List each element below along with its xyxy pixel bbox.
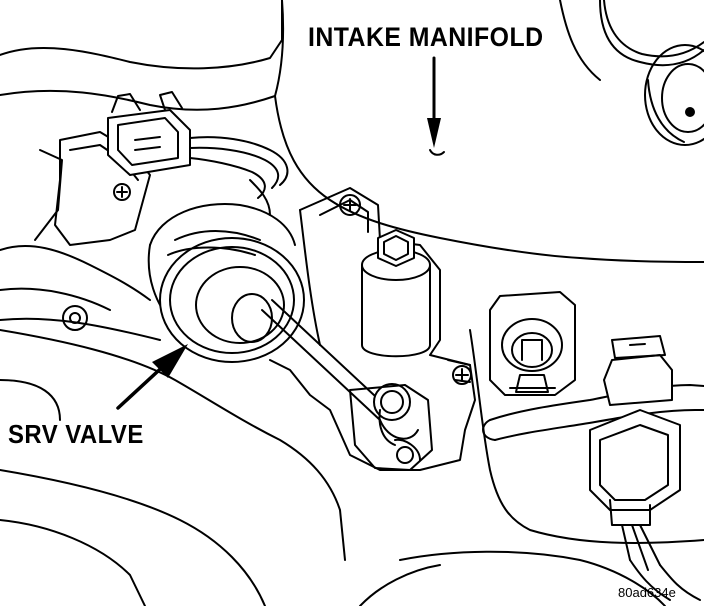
lower-casting	[0, 329, 704, 606]
intake-manifold-label: INTAKE MANIFOLD	[308, 22, 544, 52]
wiring-connector	[589, 409, 701, 601]
electrical-connector	[107, 91, 289, 216]
vacuum-hose	[482, 335, 704, 441]
mounting-stud	[361, 229, 431, 358]
sensor-assembly	[489, 291, 576, 396]
mounting-plate	[269, 187, 476, 471]
srv-valve-arrow	[116, 344, 188, 410]
srv-valve-body	[147, 203, 305, 363]
engine-block-outline	[0, 0, 704, 263]
intake-manifold-arrow	[427, 56, 445, 156]
srv-valve-label: SRV VALVE	[8, 419, 144, 449]
figure-code: 80ad634e	[618, 585, 676, 600]
upper-right-boss	[644, 44, 704, 146]
actuator-linkage	[261, 299, 433, 471]
